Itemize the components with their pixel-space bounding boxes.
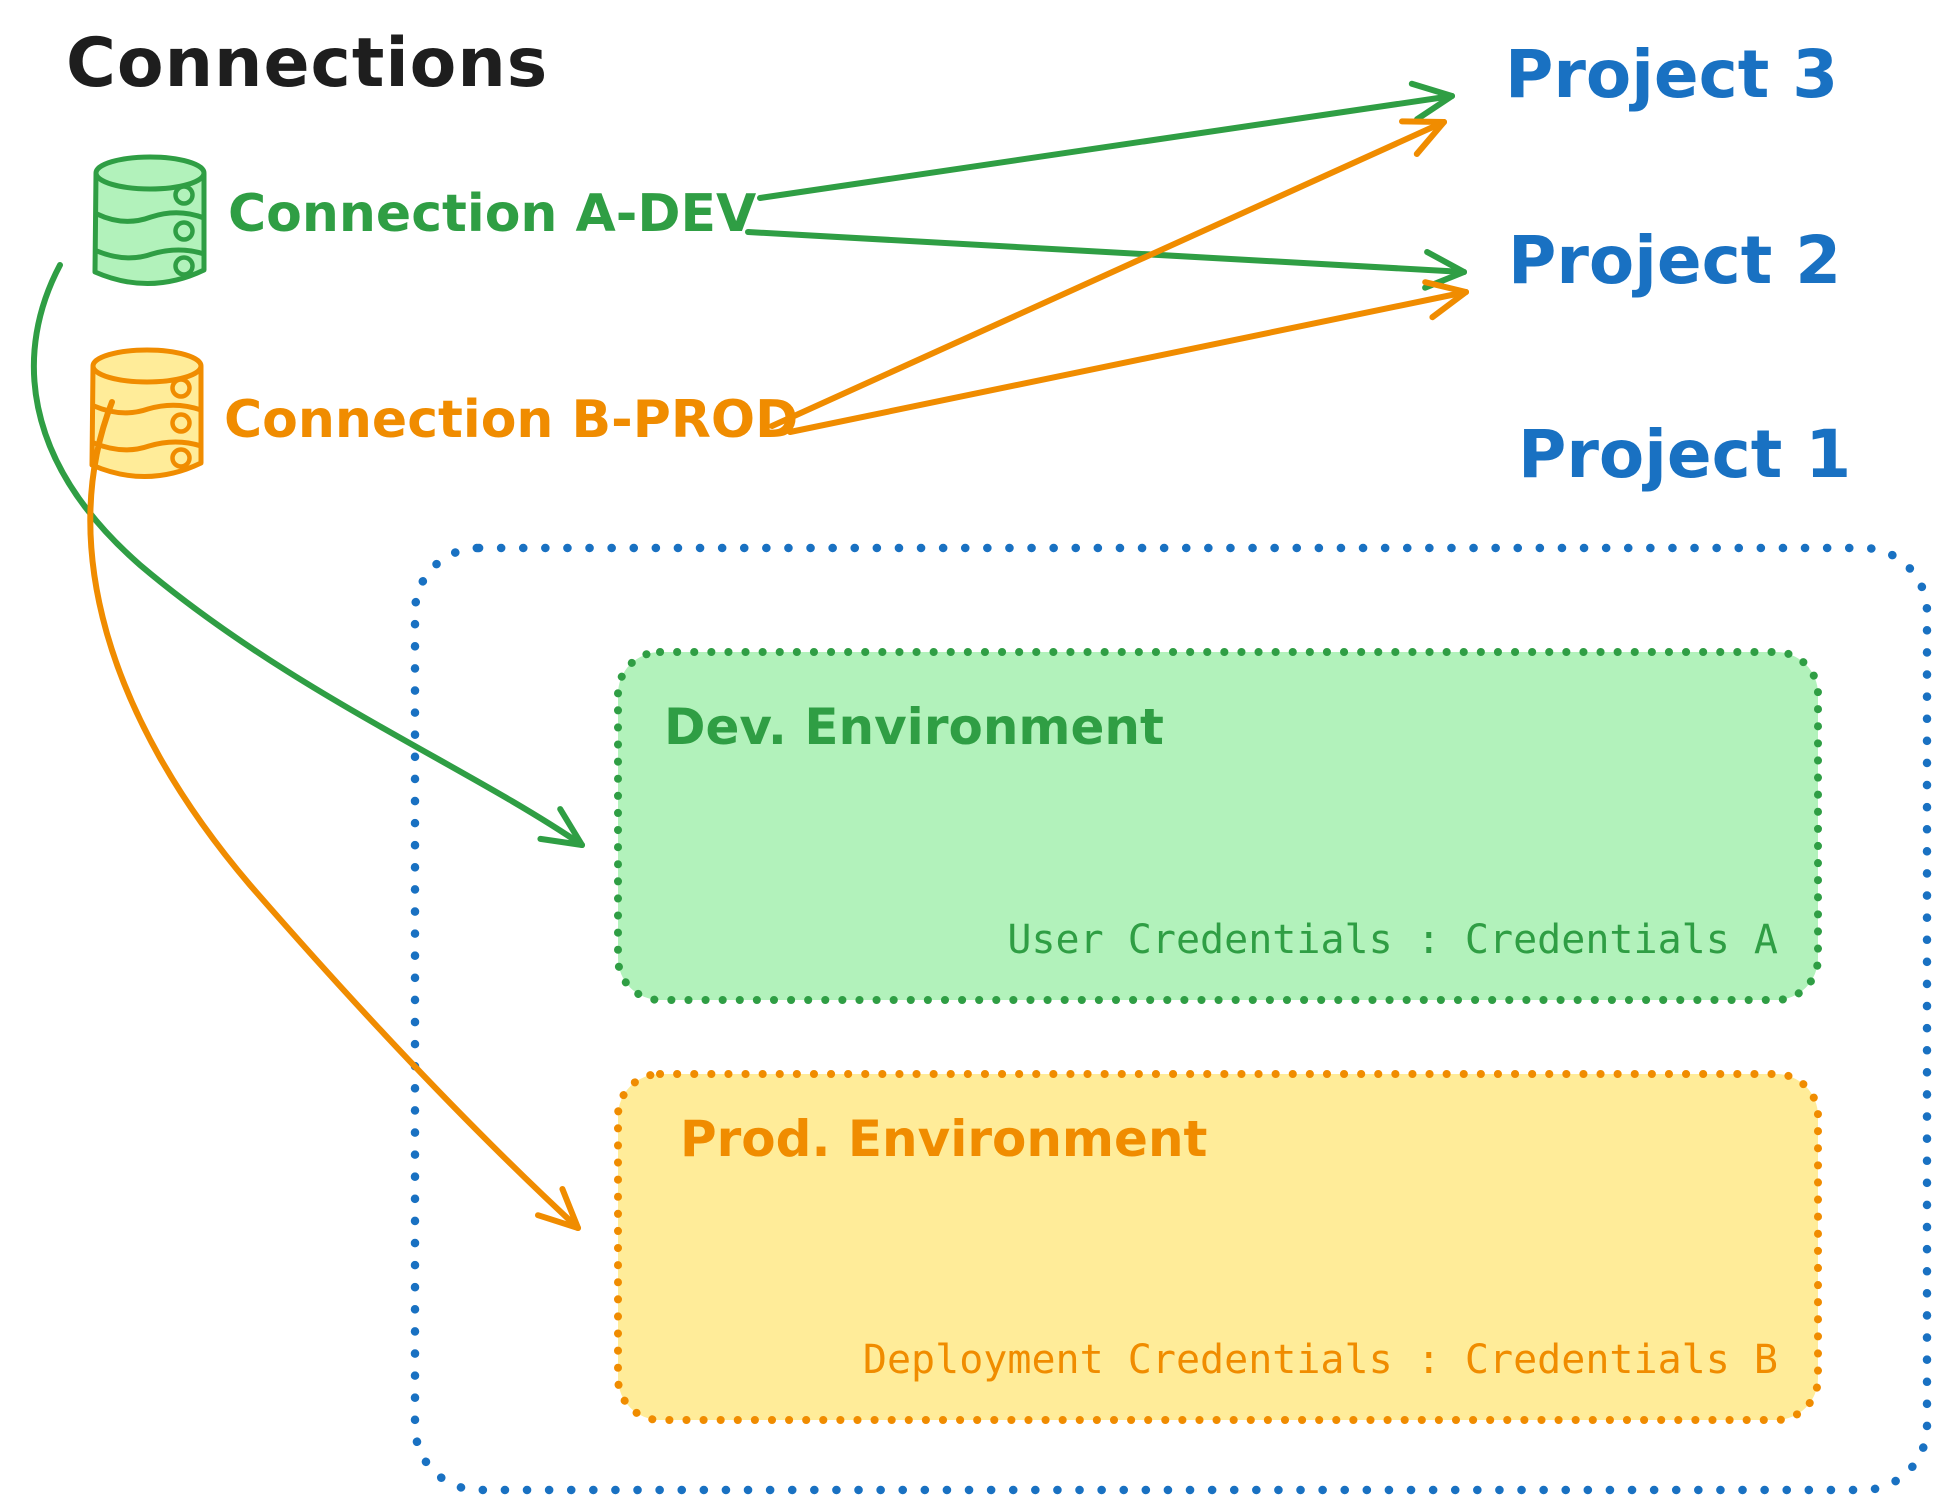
- arrow-b-prod-to-project-2: [787, 289, 1469, 435]
- prod-environment-box: [614, 1070, 1822, 1424]
- arrowhead: [1408, 80, 1455, 99]
- arrowhead: [1399, 118, 1447, 125]
- arrowhead: [537, 835, 585, 848]
- project-1-container-box: [410, 543, 1932, 1495]
- connection-a-dev-label: Connection A-DEV: [228, 184, 757, 244]
- connection-b-prod-label: Connection B-PROD: [224, 390, 799, 450]
- arrowhead: [535, 1212, 581, 1231]
- arrow-a-dev-to-dev-environment: [30, 262, 585, 848]
- prod-credentials-text: Deployment Credentials : Credentials B: [862, 1337, 1778, 1383]
- project-3-label: Project 3: [1505, 36, 1839, 113]
- project-1-label: Project 1: [1518, 416, 1852, 493]
- arrowhead: [1424, 249, 1467, 275]
- database-dev-icon: [92, 154, 207, 286]
- database-prod-icon: [89, 347, 204, 479]
- arrow-b-prod-to-prod-environment: [87, 399, 581, 1231]
- arrow-a-dev-to-project-2: [745, 229, 1467, 275]
- arrowhead: [1422, 279, 1469, 295]
- connections-title: Connections: [66, 24, 549, 103]
- dev-environment-title: Dev. Environment: [664, 698, 1164, 756]
- dev-environment-box: [614, 648, 1822, 1004]
- arrowhead: [1414, 93, 1455, 123]
- arrow-b-prod-to-project-3: [769, 119, 1447, 429]
- project-2-label: Project 2: [1508, 222, 1842, 299]
- arrowhead: [557, 806, 585, 848]
- arrowhead: [1413, 119, 1447, 157]
- arrowhead: [559, 1186, 581, 1231]
- prod-environment-title: Prod. Environment: [680, 1110, 1208, 1168]
- arrowhead: [1429, 289, 1469, 321]
- arrow-a-dev-to-project-3: [757, 93, 1455, 201]
- dev-credentials-text: User Credentials : Credentials A: [1007, 917, 1778, 963]
